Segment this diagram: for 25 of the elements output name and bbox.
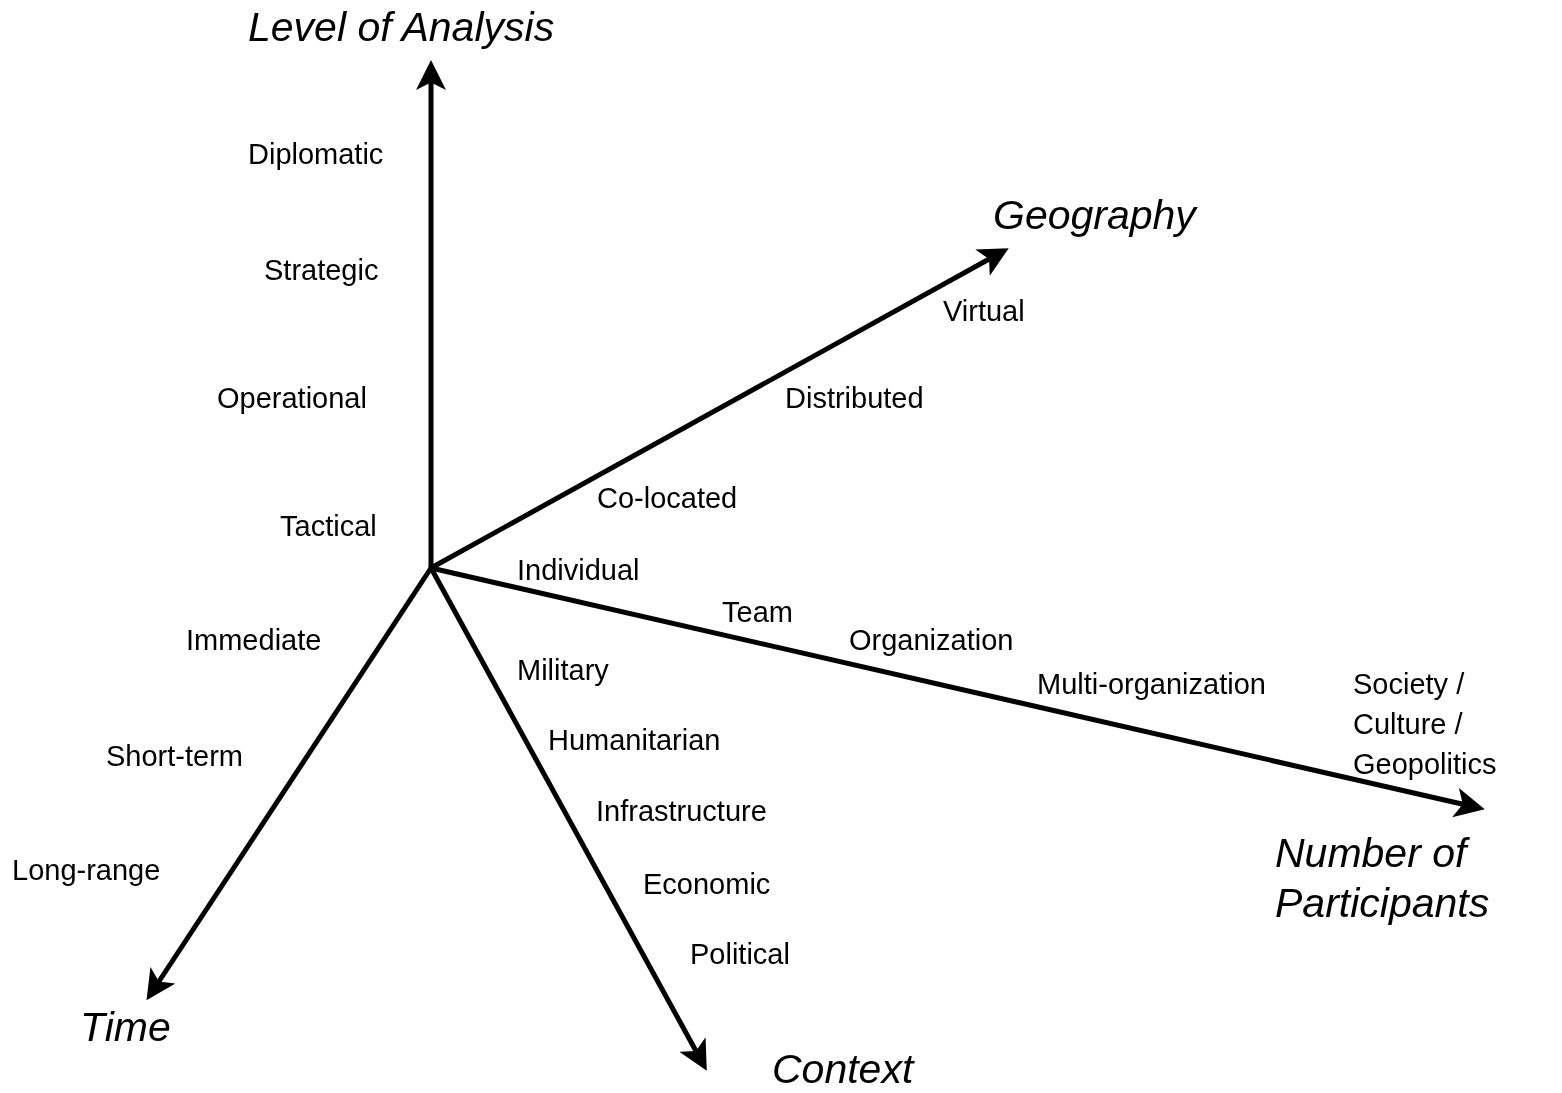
axis-value-label: Co-located (597, 481, 738, 516)
axis-value-label: Virtual (943, 294, 1025, 329)
axis-value-label: Multi-organization (1037, 667, 1266, 702)
axis-value-label: Individual (517, 553, 640, 588)
axis-value-label: Infrastructure (596, 794, 767, 829)
axis-value-label: Short-term (106, 739, 243, 774)
axis-title: Level of Analysis (248, 3, 555, 52)
axis-title: Context (772, 1045, 914, 1093)
axis-value-label: Team (722, 595, 793, 630)
axis-value-label: Operational (217, 381, 367, 416)
axis-value-label: Organization (849, 623, 1014, 658)
axis-value-label: Society / Culture / Geopolitics (1353, 667, 1498, 782)
axis-value-label: Immediate (186, 623, 322, 658)
axis-value-label: Military (517, 653, 609, 688)
axis-value-label: Strategic (264, 253, 379, 288)
axis-value-label: Distributed (785, 381, 924, 416)
axis-value-label: Political (690, 937, 790, 972)
axis-value-label: Economic (643, 867, 771, 902)
axis-title: Number of Participants (1275, 829, 1491, 928)
axis-value-label: Long-range (12, 853, 161, 888)
axis-value-label: Diplomatic (248, 137, 384, 172)
axis-value-label: Humanitarian (548, 723, 721, 758)
axis-title: Time (80, 1003, 171, 1052)
axis-value-label: Tactical (280, 509, 377, 544)
axis-title: Geography (993, 191, 1196, 240)
